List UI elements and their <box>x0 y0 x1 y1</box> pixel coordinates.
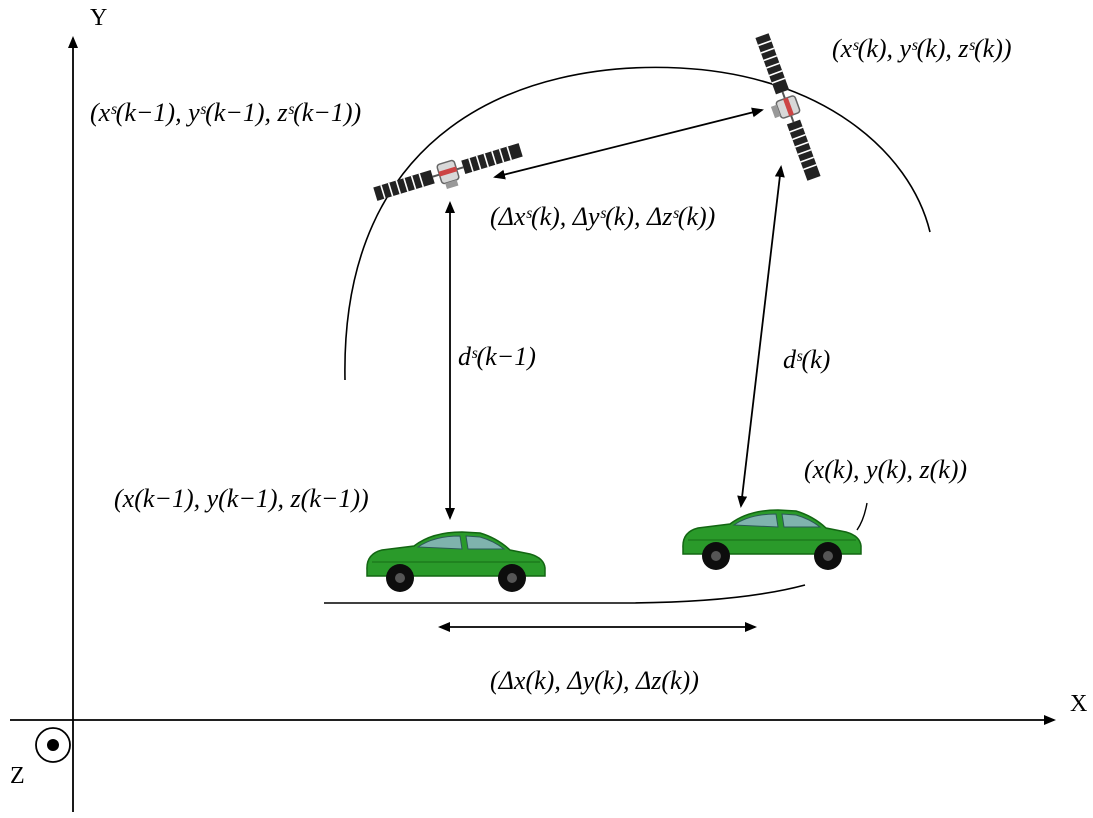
z-axis-label: Z <box>10 763 25 789</box>
car-icon <box>366 531 546 593</box>
satellite-current-position-label: (xˢ(k), yˢ(k), zˢ(k)) <box>832 34 1012 63</box>
satellite-orbit <box>344 66 931 381</box>
y-axis-label: Y <box>90 5 108 31</box>
vehicle-displacement-label: (Δx(k), Δy(k), Δz(k)) <box>490 666 699 695</box>
range-current-label: dˢ(k) <box>783 345 831 374</box>
satellite-previous-position-label: (xˢ(k−1), yˢ(k−1), zˢ(k−1)) <box>90 98 362 127</box>
label-leader <box>856 502 868 531</box>
satellite-displacement-arrow <box>493 107 764 180</box>
vehicle-current-position-label: (x(k), y(k), z(k)) <box>804 455 968 484</box>
car-icon <box>682 509 862 571</box>
vehicle-previous-position-label: (x(k−1), y(k−1), z(k−1)) <box>114 484 369 513</box>
x-axis-label: X <box>1070 691 1088 717</box>
satellite-displacement-label: (Δxˢ(k), Δyˢ(k), Δzˢ(k)) <box>490 202 716 231</box>
range-previous-label: dˢ(k−1) <box>458 342 536 371</box>
vehicle-road <box>324 584 806 604</box>
satellite-icon <box>747 32 823 184</box>
out-of-page-axis-icon <box>35 727 71 763</box>
range-arrow-current <box>737 165 785 508</box>
